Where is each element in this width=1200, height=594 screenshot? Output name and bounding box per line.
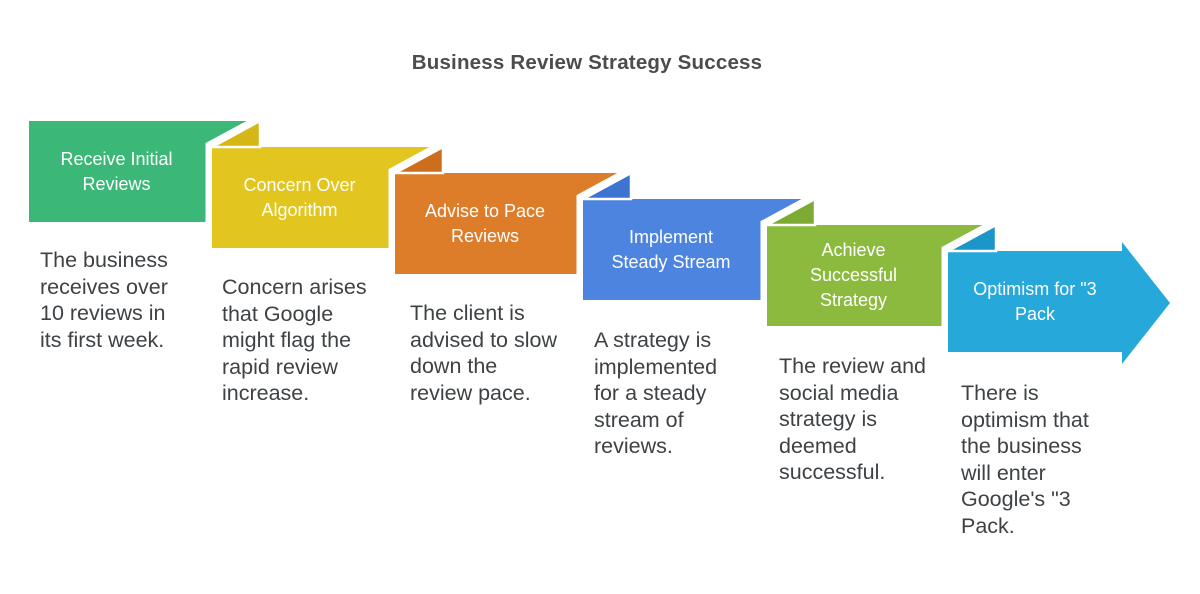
step-3-fold [394, 144, 445, 175]
step-6-title: Optimism for "3 Pack [973, 278, 1097, 324]
step-4-title: Implement Steady Stream [611, 226, 731, 272]
step-2-title: Concern Over Algorithm [243, 174, 356, 220]
step-3-title: Advise to Pace Reviews [424, 200, 546, 246]
step-1-description: The business receives over 10 reviews in… [40, 248, 168, 352]
step-5-description: The review and social media strategy is … [779, 354, 926, 484]
step-4-fold [582, 170, 633, 201]
step-6-description: There is optimism that the business will… [961, 381, 1089, 538]
step-1-title: Receive Initial Reviews [60, 148, 173, 194]
step-5-fold [766, 196, 817, 227]
step-4-description: A strategy is implemented for a steady s… [594, 328, 718, 458]
step-5-title: Achieve Successful Strategy [809, 240, 898, 310]
step-3-description: The client is advised to slow down the r… [410, 301, 557, 405]
step-2-fold [211, 118, 262, 149]
step-6-fold [947, 222, 998, 253]
diagram-title: Business Review Strategy Success [411, 51, 763, 74]
step-2-description: Concern arises that Google might flag th… [222, 275, 367, 405]
